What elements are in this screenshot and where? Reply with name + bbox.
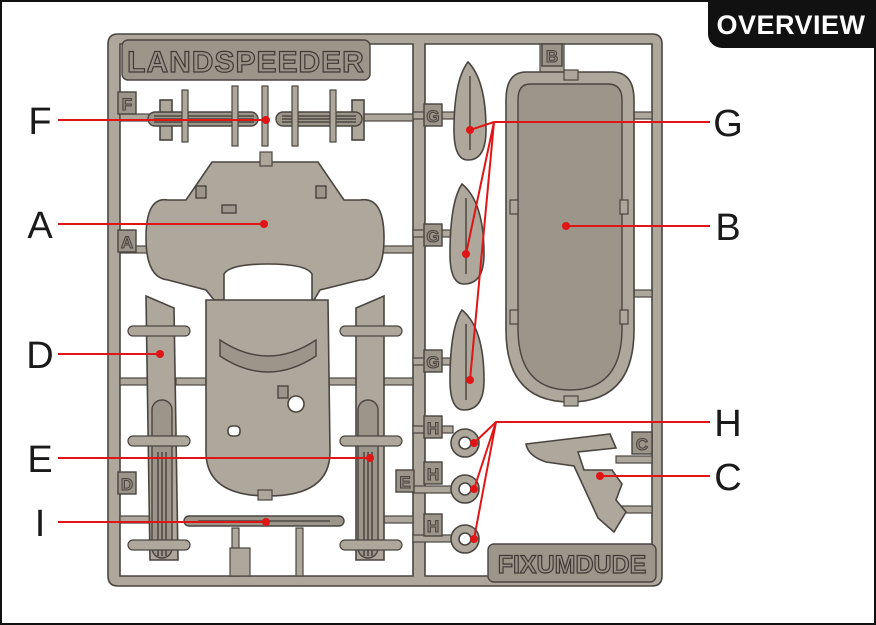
svg-text:G: G: [426, 227, 439, 246]
svg-text:H: H: [427, 465, 439, 484]
callout-h: H: [714, 403, 741, 445]
sprue-title: LANDSPEEDER: [127, 46, 365, 79]
svg-text:D: D: [121, 475, 133, 494]
callout-c: C: [714, 457, 741, 499]
callout-a: A: [27, 205, 53, 247]
sprue-frame: LANDSPEEDER FIXUMDUDE: [107, 33, 663, 587]
leader-h-3: [473, 421, 497, 540]
part-d-right: [339, 294, 403, 561]
callout-b: B: [715, 207, 740, 249]
leader-g-2: [465, 121, 495, 255]
sprue-brand: FIXUMDUDE: [498, 551, 647, 579]
part-g-1: [453, 60, 487, 161]
svg-text:G: G: [426, 107, 439, 126]
part-h-set: [450, 428, 480, 554]
part-c: [525, 433, 627, 534]
callout-i: I: [35, 503, 46, 545]
leader-h-2: [473, 421, 497, 490]
leader-lines: [58, 116, 710, 543]
part-d-left: [127, 294, 191, 561]
svg-text:H: H: [427, 419, 439, 438]
svg-text:E: E: [399, 473, 410, 492]
svg-text:F: F: [122, 95, 132, 114]
svg-text:C: C: [636, 435, 648, 454]
callout-d: D: [26, 335, 53, 377]
title-plate: [121, 39, 371, 81]
callout-labels: F A D E I G B H C: [26, 101, 743, 545]
part-g-3: [449, 308, 485, 411]
svg-text:B: B: [546, 47, 558, 66]
part-f: [147, 85, 365, 147]
sprue-tags: F A D B G G G H H H C E: [117, 43, 653, 537]
brand-plate: [487, 543, 657, 583]
callout-g: G: [713, 103, 743, 145]
overview-badge: OVERVIEW: [708, 2, 874, 48]
callout-e: E: [27, 439, 52, 481]
svg-text:H: H: [427, 517, 439, 536]
callout-f: F: [28, 101, 51, 143]
leader-g-3: [469, 121, 495, 381]
svg-text:G: G: [426, 353, 439, 372]
part-b: [505, 69, 635, 407]
part-a-tub: [205, 299, 331, 501]
part-g-2: [449, 182, 485, 285]
svg-text:A: A: [121, 233, 133, 252]
